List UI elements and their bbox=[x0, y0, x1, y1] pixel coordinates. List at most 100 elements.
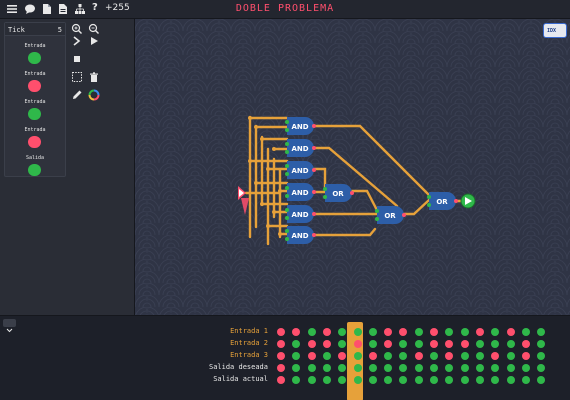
logic-gate-and[interactable]: AND bbox=[285, 205, 316, 223]
truth-cell bbox=[414, 364, 423, 372]
truth-cell bbox=[506, 340, 515, 348]
truth-cell bbox=[399, 328, 408, 336]
truth-cell bbox=[537, 340, 546, 348]
truth-cell bbox=[414, 352, 423, 360]
truth-cell bbox=[537, 364, 546, 372]
truth-cell bbox=[307, 328, 316, 336]
truth-row-label: Entrada 2 bbox=[230, 339, 268, 347]
truth-cell bbox=[292, 352, 301, 360]
color-icon[interactable] bbox=[88, 89, 100, 101]
gate-label: AND bbox=[291, 189, 308, 197]
top-bar: ? +255 DOBLE PROBLEMA bbox=[0, 0, 570, 19]
truth-cell bbox=[475, 340, 484, 348]
truth-cell bbox=[491, 328, 500, 336]
circuit-canvas[interactable]: AND AND AND AND AND AND OR OR OR IDX bbox=[135, 19, 570, 315]
truth-cell bbox=[368, 376, 377, 384]
truth-cell bbox=[475, 376, 484, 384]
truth-cell bbox=[277, 352, 285, 360]
logic-gate-and[interactable]: AND bbox=[285, 161, 316, 179]
zoom-chip[interactable]: IDX bbox=[543, 23, 567, 38]
truth-cell bbox=[384, 352, 393, 360]
file-icon[interactable] bbox=[57, 3, 69, 15]
gate-label: OR bbox=[332, 190, 344, 198]
truth-cell bbox=[353, 352, 362, 360]
play-icon[interactable] bbox=[88, 35, 100, 47]
help-icon[interactable]: ? bbox=[92, 2, 98, 13]
io-label: Entrada bbox=[24, 43, 46, 49]
truth-cell bbox=[521, 352, 530, 360]
zoom-in-icon[interactable] bbox=[71, 23, 83, 35]
truth-cell bbox=[430, 340, 438, 348]
truth-cell bbox=[475, 364, 484, 372]
truth-cell bbox=[399, 376, 408, 384]
truth-cell bbox=[384, 376, 393, 384]
truth-cell bbox=[521, 340, 530, 348]
gate-label: AND bbox=[291, 167, 308, 175]
circuit-diagram[interactable]: AND AND AND AND AND AND OR OR OR bbox=[135, 19, 570, 315]
logic-gate-and[interactable]: AND bbox=[285, 183, 316, 201]
truth-cell bbox=[292, 328, 301, 336]
output-node[interactable] bbox=[460, 193, 476, 209]
chat-icon[interactable] bbox=[24, 3, 36, 15]
hierarchy-icon[interactable] bbox=[74, 3, 86, 15]
truth-cell bbox=[491, 364, 500, 372]
truth-cell bbox=[506, 364, 515, 372]
io-label: Entrada bbox=[24, 127, 46, 133]
truth-cell bbox=[322, 364, 331, 372]
truth-cell bbox=[521, 376, 530, 384]
truth-row-label: Entrada 1 bbox=[230, 327, 268, 335]
io-state-dot[interactable] bbox=[28, 164, 41, 176]
collapse-button[interactable] bbox=[3, 319, 16, 333]
tick-row[interactable]: Tick 5 bbox=[5, 23, 65, 36]
truth-cell bbox=[338, 352, 347, 360]
truth-cell bbox=[292, 364, 301, 372]
truth-cell bbox=[537, 328, 546, 336]
logic-gate-and[interactable]: AND bbox=[285, 117, 316, 135]
trash-icon[interactable] bbox=[88, 71, 100, 83]
input-pin[interactable] bbox=[238, 186, 249, 215]
logic-gate-or[interactable]: OR bbox=[323, 184, 354, 202]
io-state-dot[interactable] bbox=[28, 52, 41, 64]
truth-cell bbox=[414, 328, 423, 336]
document-icon[interactable] bbox=[41, 3, 53, 15]
logic-gate-and[interactable]: AND bbox=[285, 226, 316, 244]
truth-cell bbox=[322, 352, 331, 360]
truth-cell bbox=[353, 328, 362, 336]
step-icon[interactable] bbox=[71, 35, 83, 47]
zoom-out-icon[interactable] bbox=[88, 23, 100, 35]
truth-cell bbox=[353, 376, 362, 384]
truth-cell bbox=[384, 328, 393, 336]
truth-cell bbox=[460, 340, 469, 348]
logic-gate-or[interactable]: OR bbox=[375, 206, 406, 224]
truth-cell bbox=[460, 364, 469, 372]
io-state-dot[interactable] bbox=[28, 136, 41, 148]
truth-cell bbox=[322, 376, 331, 384]
menu-icon[interactable] bbox=[6, 3, 18, 15]
truth-cell bbox=[338, 340, 347, 348]
select-icon[interactable] bbox=[71, 71, 83, 83]
truth-cell bbox=[307, 352, 316, 360]
gate-label: OR bbox=[384, 212, 396, 220]
truth-cell bbox=[353, 340, 362, 348]
io-label: Entrada bbox=[24, 99, 46, 105]
truth-cell bbox=[338, 328, 347, 336]
truth-cell bbox=[460, 328, 469, 336]
io-state-dot[interactable] bbox=[28, 80, 41, 92]
truth-cell bbox=[338, 376, 347, 384]
truth-cell bbox=[537, 376, 546, 384]
truth-cell bbox=[368, 364, 377, 372]
truth-cell bbox=[445, 328, 454, 336]
truth-cell bbox=[491, 376, 500, 384]
pencil-icon[interactable] bbox=[71, 89, 83, 101]
truth-cell bbox=[445, 340, 454, 348]
stop-icon[interactable] bbox=[71, 53, 83, 65]
tick-value[interactable]: 5 bbox=[57, 26, 62, 34]
io-state-dot[interactable] bbox=[28, 108, 41, 120]
truth-cell bbox=[277, 376, 285, 384]
truth-cell bbox=[307, 376, 316, 384]
logic-gate-and[interactable]: AND bbox=[285, 139, 316, 157]
logic-gate-or[interactable]: OR bbox=[427, 192, 458, 210]
truth-cell bbox=[506, 328, 515, 336]
truth-cell bbox=[307, 340, 316, 348]
